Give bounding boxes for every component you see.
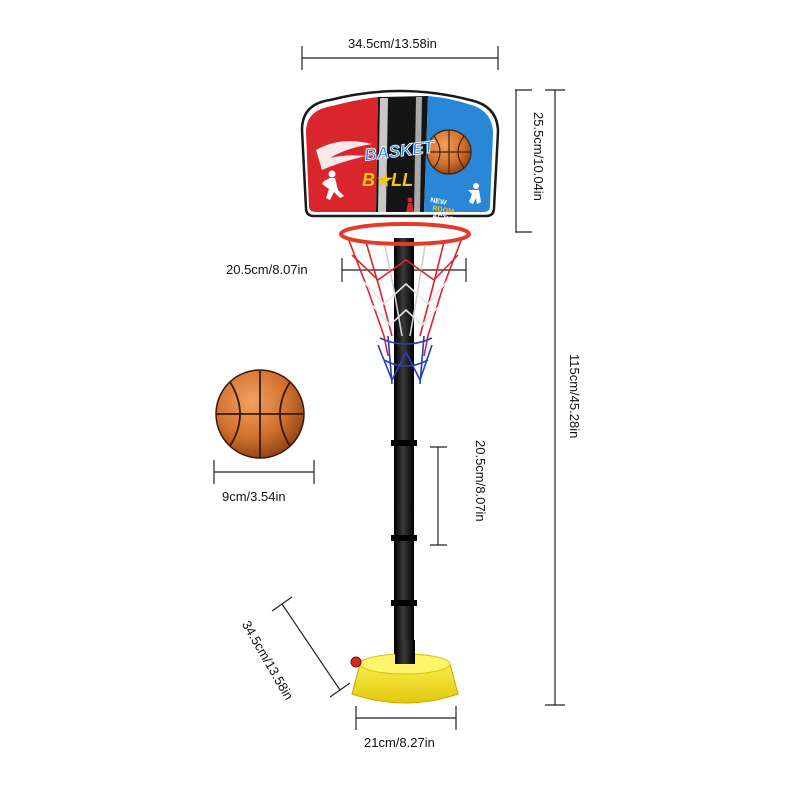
base [350, 640, 459, 704]
board-slogan-2: ROOM [432, 205, 455, 216]
base-width-label: 21cm/8.27in [364, 735, 435, 750]
rim-width-label: 20.5cm/8.07in [226, 262, 308, 277]
backboard-width-label: 34.5cm/13.58in [348, 36, 437, 51]
pole [391, 238, 417, 668]
ball-diameter-label: 9cm/3.54in [222, 489, 286, 504]
player-icon [322, 170, 344, 200]
valve-icon [350, 656, 362, 668]
dimension-lines [213, 46, 565, 730]
backboard-height-label: 25.5cm/10.04in [531, 112, 546, 201]
player-icon [406, 197, 414, 212]
player-icon [468, 183, 481, 204]
total-height-label: 115cm/45.28in [567, 354, 582, 439]
backboard: BASKET B★LL NEW ROOM ACTION [300, 89, 500, 225]
board-slogan-1: NEW [430, 197, 448, 207]
board-word-bottom: B★LL [362, 170, 413, 190]
net [347, 237, 463, 385]
basketball-hoop [339, 222, 471, 385]
rim [339, 222, 471, 246]
basketball-icon [426, 129, 472, 175]
basketball [215, 369, 305, 459]
pole-section-label: 20.5cm/8.07in [473, 440, 488, 522]
board-slogan-3: ACTION [432, 213, 460, 225]
wing-icon [316, 141, 372, 170]
